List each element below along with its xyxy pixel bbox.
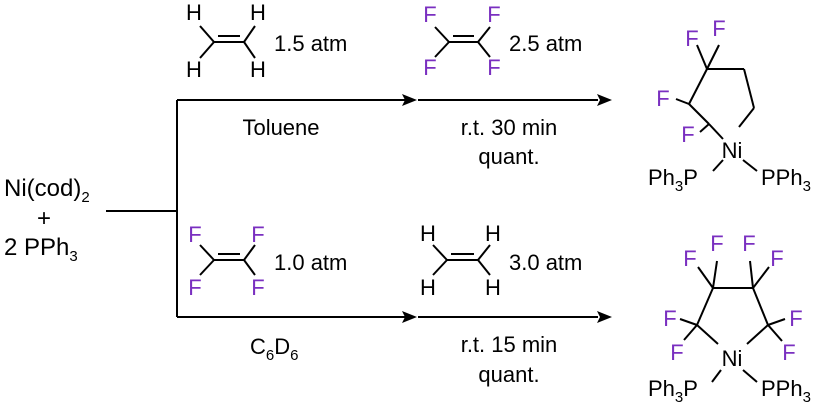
arrow-network (106, 99, 598, 318)
fluorine-atom: F (423, 2, 436, 27)
c-f-bond (434, 41, 450, 58)
fluorine-atom: F (789, 306, 802, 331)
fluorine-atom: F (710, 231, 723, 256)
top-arrowhead-1 (402, 94, 417, 106)
c-f-bond (434, 26, 450, 43)
c-f-bond (243, 244, 256, 261)
hydrogen-atom: H (250, 0, 266, 25)
fluorine-atom: F (251, 275, 264, 300)
ligand-left: Ph3P (648, 165, 698, 195)
starting-materials: Ni(cod)2 + 2 PPh3 (4, 175, 90, 265)
hydrogen-atom: H (485, 221, 501, 246)
hydrogen-atom: H (420, 275, 436, 300)
fluorine-atom: F (487, 2, 500, 27)
yield-label: quant. (478, 144, 539, 169)
plus-sign: + (37, 205, 51, 232)
c-f-bond (199, 244, 215, 261)
bottom-arrowhead-2 (597, 311, 612, 323)
pressure-label: 1.0 atm (274, 250, 347, 275)
c-f-bond (243, 259, 256, 276)
triphenylphosphine-label: 2 PPh3 (4, 234, 78, 265)
pressure-label: 1.5 atm (274, 31, 347, 56)
ethylene-reagent-bottom: H H H H 3.0 atm (420, 221, 582, 300)
fluorine-atom: F (670, 340, 683, 365)
fluorine-atom: F (782, 340, 795, 365)
c-f-bond (477, 26, 491, 43)
hydrogen-atom: H (186, 0, 202, 25)
fluorine-atom: F (656, 86, 669, 111)
fluorine-atom: F (663, 306, 676, 331)
fluorine-atom: F (770, 246, 783, 271)
bottom-arrowhead-1 (402, 311, 417, 323)
c-h-bond (199, 25, 215, 43)
c-h-bond (477, 259, 491, 276)
arrowheads (402, 94, 612, 323)
ligand-right: PPh3 (761, 376, 811, 406)
fluorine-atom: F (685, 26, 698, 51)
hydrogen-atom: H (420, 221, 436, 246)
product-octafluoro-nickelacycle: F F F F F F F F Ni Ph3P PPh3 (648, 231, 811, 406)
pressure-label: 2.5 atm (509, 31, 582, 56)
nickel-atom: Ni (722, 346, 743, 371)
reaction-conditions: r.t. 15 min (461, 332, 558, 357)
hydrogen-atom: H (250, 57, 266, 82)
product-tetrafluoro-nickelacycle: F F F F Ni Ph3P PPh3 (648, 16, 811, 195)
pressure-label: 3.0 atm (509, 250, 582, 275)
fluorine-atom: F (251, 222, 264, 247)
c-h-bond (432, 259, 448, 276)
hydrogen-atom: H (186, 57, 202, 82)
fluorine-atom: F (188, 275, 201, 300)
fluorine-atom: F (188, 222, 201, 247)
ligand-right: PPh3 (761, 165, 811, 195)
hydrogen-atom: H (485, 275, 501, 300)
ligand-left: Ph3P (648, 376, 698, 406)
c-h-bond (243, 25, 256, 43)
c-f-bond (477, 41, 491, 58)
top-arrowhead-2 (597, 94, 612, 106)
tetrafluoroethylene-reagent-top: F F F F 2.5 atm (423, 2, 582, 80)
solvent-label-c6d6: C6D6 (250, 334, 298, 364)
fluorine-atom: F (681, 122, 694, 147)
ethylene-reagent-top: H H H H 1.5 atm (186, 0, 347, 82)
c-f-bond (199, 259, 215, 276)
fluorine-atom: F (712, 16, 725, 41)
nickel-atom: Ni (722, 138, 743, 163)
c-h-bond (477, 244, 491, 261)
yield-label: quant. (478, 362, 539, 387)
c-h-bond (432, 244, 448, 261)
solvent-label-toluene: Toluene (242, 115, 319, 140)
reaction-conditions: r.t. 30 min (461, 115, 558, 140)
c-h-bond (243, 41, 256, 59)
nickel-cod-label: Ni(cod)2 (4, 175, 90, 206)
c-h-bond (199, 41, 215, 59)
fluorine-atom: F (423, 55, 436, 80)
fluorine-atom: F (487, 55, 500, 80)
fluorine-atom: F (683, 246, 696, 271)
tetrafluoroethylene-reagent-bottom: F F F F 1.0 atm (188, 222, 347, 300)
fluorine-atom: F (742, 231, 755, 256)
